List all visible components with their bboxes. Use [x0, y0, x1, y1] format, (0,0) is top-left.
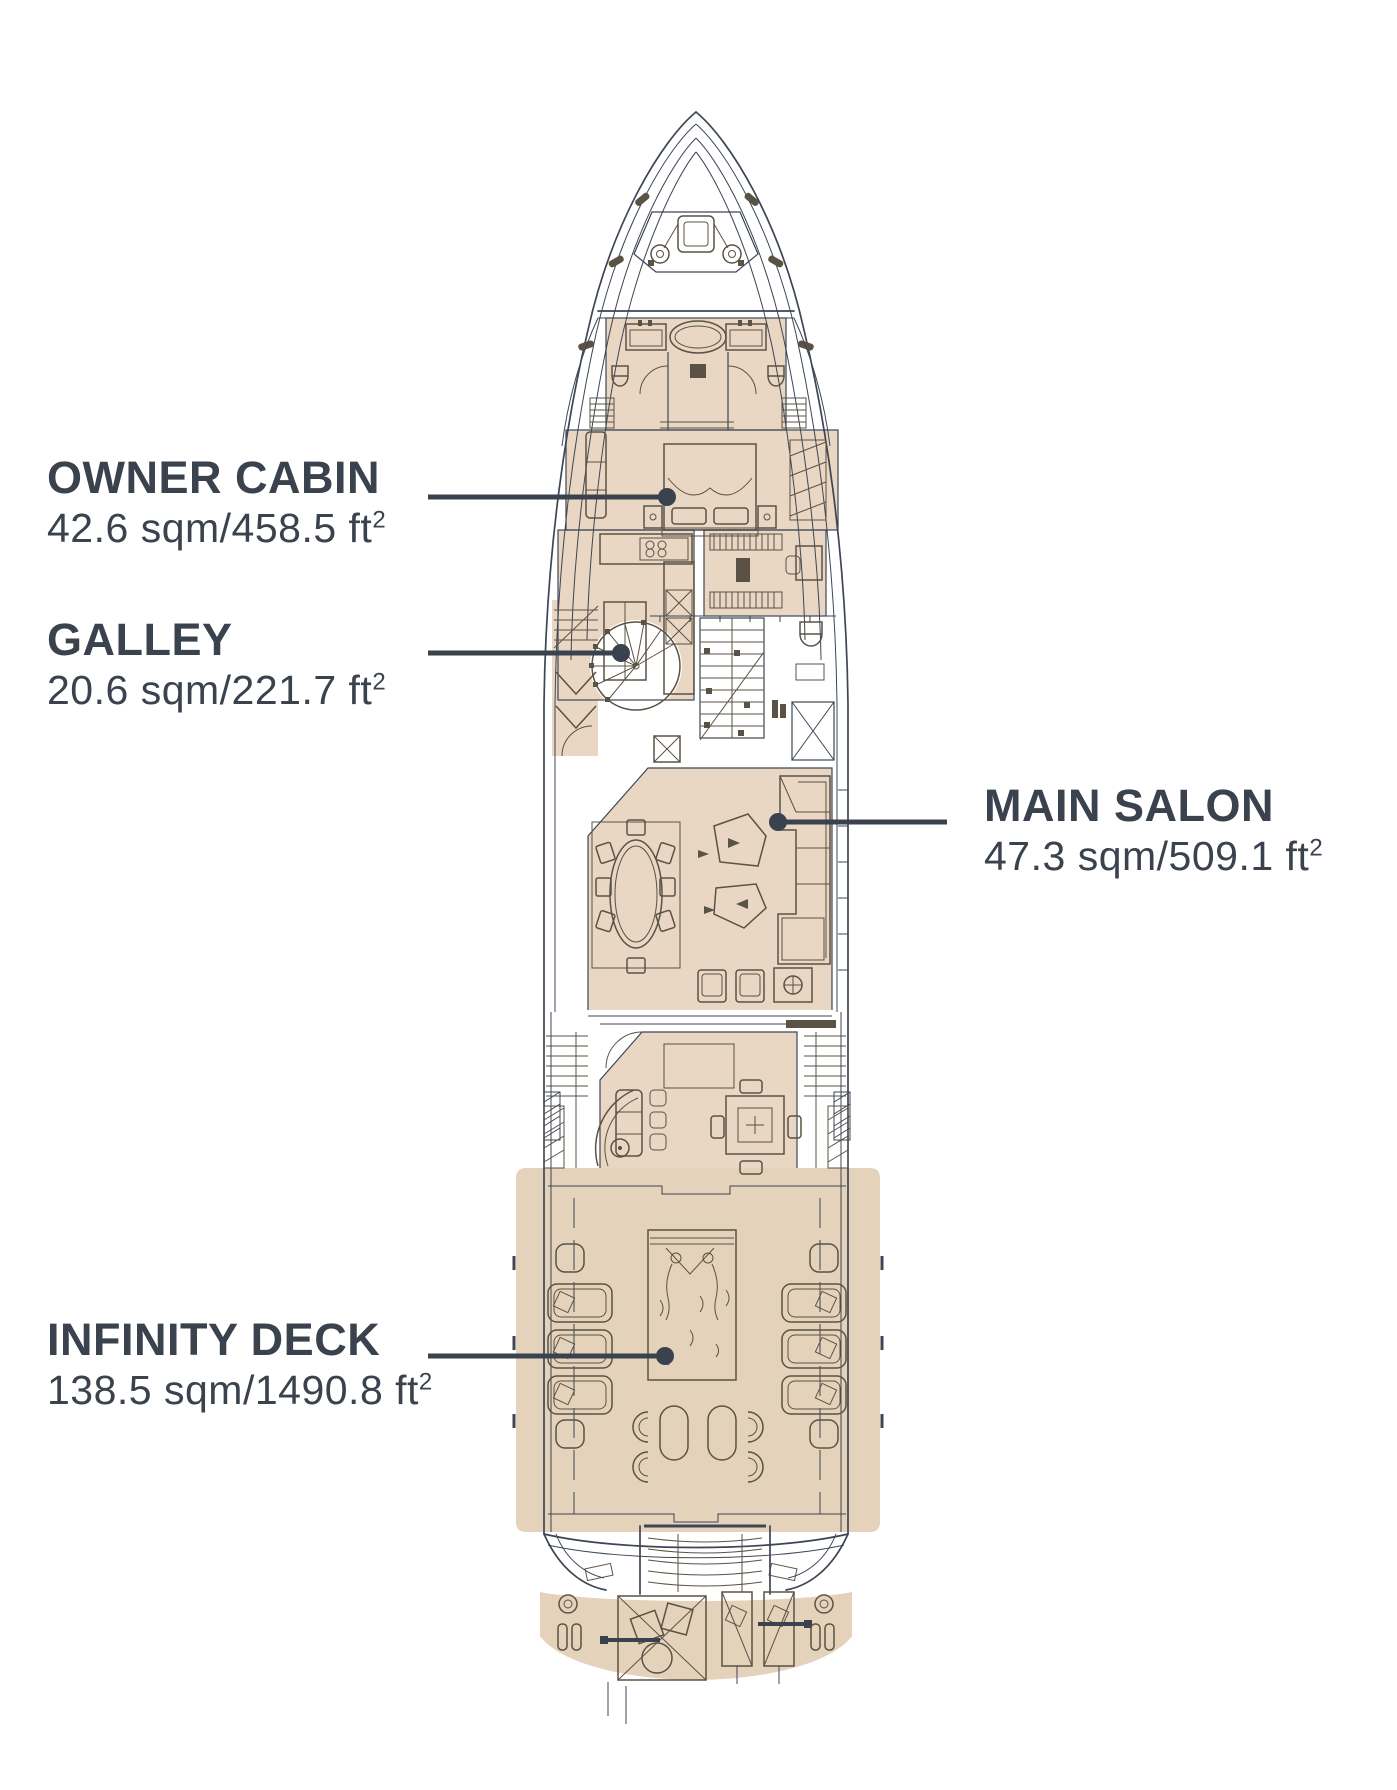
wardrobe-icon	[789, 439, 827, 521]
day-head	[795, 621, 825, 681]
owner-cabin-label: OWNER CABIN 42.6 sqm/458.5 ft2	[47, 452, 386, 553]
anchor-hatch	[677, 215, 715, 253]
galley-leader-dot	[612, 644, 630, 662]
sink-icon	[795, 663, 825, 681]
armchair-icon	[697, 969, 727, 1003]
stern	[543, 1524, 849, 1724]
l-sofa	[777, 775, 831, 965]
infinity-deck-title: INFINITY DECK	[47, 1314, 381, 1365]
bar-counter	[594, 1089, 635, 1167]
dining-rug	[591, 821, 681, 969]
main-salon-title: MAIN SALON	[984, 780, 1274, 831]
toilet-icon	[799, 621, 823, 647]
stove-icon	[639, 537, 689, 561]
elevator	[791, 701, 835, 761]
main-salon-fill	[588, 768, 832, 1010]
aft-deck	[543, 1015, 849, 1175]
deck-seating	[632, 1405, 764, 1483]
wardrobe-icon	[589, 397, 807, 429]
chair-icon	[739, 1160, 763, 1175]
owner-cabin-area: 42.6 sqm/458.5 ft2	[47, 504, 387, 551]
skylight	[663, 1043, 735, 1089]
foyer	[650, 615, 836, 761]
chair-icon	[739, 1079, 763, 1094]
windlass-icon	[650, 244, 670, 264]
galley-counter	[599, 533, 693, 565]
coffee-table	[713, 813, 767, 867]
main-staircase	[699, 617, 765, 741]
leader-lines	[428, 488, 947, 1365]
galley-label: GALLEY 20.6 sqm/221.7 ft2	[47, 614, 386, 715]
galley-room	[553, 529, 695, 763]
plant-icon	[772, 700, 778, 718]
dining-table	[609, 839, 663, 949]
aft-deck-fill	[600, 1032, 797, 1168]
owner-cabin-leader-dot	[658, 488, 676, 506]
windlass-icon	[722, 244, 742, 264]
owner-cabin-title: OWNER CABIN	[47, 452, 380, 503]
dining-chairs	[595, 819, 676, 974]
hull	[543, 111, 851, 1559]
chair-icon	[710, 1115, 725, 1139]
owner-cabin-room	[565, 397, 839, 537]
plant-icon	[780, 704, 786, 718]
walk-in-closet	[703, 529, 827, 617]
galley-title: GALLEY	[47, 614, 233, 665]
main-salon-leader-dot	[769, 813, 787, 831]
pillow-icon	[671, 507, 707, 525]
deck-sofa	[615, 1089, 643, 1157]
game-table	[725, 1095, 785, 1155]
nightstand-icon	[757, 505, 777, 529]
chair-icon	[785, 555, 801, 575]
infinity-deck-area: 138.5 sqm/1490.8 ft2	[47, 1366, 433, 1413]
sun-loungers	[547, 1243, 847, 1449]
armchair-icon	[735, 969, 765, 1003]
crew-passage	[553, 605, 599, 757]
bathtub-icon	[669, 320, 727, 354]
dumbwaiter-icon	[653, 735, 681, 763]
infinity-deck	[512, 1185, 884, 1523]
bench-icon	[736, 558, 750, 582]
galley-area: 20.6 sqm/221.7 ft2	[47, 666, 387, 713]
main-salon-label: MAIN SALON 47.3 sqm/509.1 ft2	[984, 780, 1323, 881]
nightstand-icon	[643, 505, 663, 529]
sink-icon	[625, 323, 667, 351]
engine-hatches	[557, 1594, 835, 1651]
infinity-deck-fill	[516, 1168, 880, 1532]
side-stairs	[543, 1032, 849, 1169]
platform-loungers	[721, 1591, 795, 1684]
galley-cabinets	[663, 561, 695, 695]
pillow-icon	[713, 507, 749, 525]
spiral-staircase	[589, 620, 681, 711]
owner-bathroom	[605, 317, 787, 431]
toilet-icon	[611, 365, 629, 387]
main-salon-area: 47.3 sqm/509.1 ft2	[984, 832, 1324, 879]
side-table	[773, 967, 813, 1003]
infinity-deck-label: INFINITY DECK 138.5 sqm/1490.8 ft2	[47, 1314, 433, 1415]
cabin-sofa	[585, 431, 607, 519]
main-salon-room	[587, 767, 848, 1010]
infinity-deck-leader-dot	[656, 1347, 674, 1365]
toilet-icon	[767, 365, 785, 387]
chair-icon	[787, 1115, 802, 1139]
stern-stairs	[639, 1524, 771, 1595]
vanity-desk	[795, 545, 823, 581]
coffee-table	[713, 883, 767, 929]
pool-jacuzzi	[647, 1229, 737, 1381]
